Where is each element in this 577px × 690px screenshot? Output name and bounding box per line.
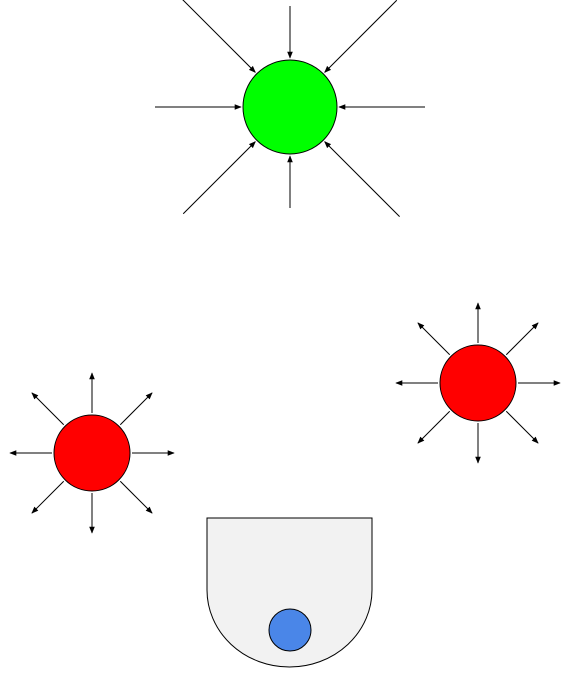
repeller-right-circle — [439, 344, 517, 422]
repeller-right-arrow-2 — [505, 322, 539, 356]
attractor-node — [155, 0, 425, 217]
repeller-left-arrow-4 — [119, 480, 153, 514]
repeller-right-node — [395, 302, 561, 464]
bowl — [206, 517, 373, 668]
attractor-arrow-6 — [182, 141, 256, 215]
bowl-with-ball — [206, 517, 373, 668]
repeller-right-arrow-6 — [417, 410, 451, 444]
attractor-arrow-8 — [182, 0, 256, 73]
repeller-left-arrow-6 — [31, 480, 65, 514]
repeller-right-outward-arrows — [395, 302, 561, 464]
repeller-right-arrow-4 — [505, 410, 539, 444]
repeller-left-outward-arrows — [9, 372, 175, 534]
ball — [268, 608, 312, 652]
repeller-left-circle — [53, 414, 131, 492]
repeller-left-node — [9, 372, 175, 534]
repeller-right-arrow-8 — [417, 322, 451, 356]
attractor-arrow-4 — [324, 141, 400, 217]
attractor-inward-arrows — [155, 0, 425, 217]
repeller-left-arrow-2 — [119, 392, 153, 426]
repeller-left-arrow-8 — [31, 392, 65, 426]
attractor-circle — [242, 59, 338, 155]
attractor-arrow-2 — [324, 0, 398, 73]
